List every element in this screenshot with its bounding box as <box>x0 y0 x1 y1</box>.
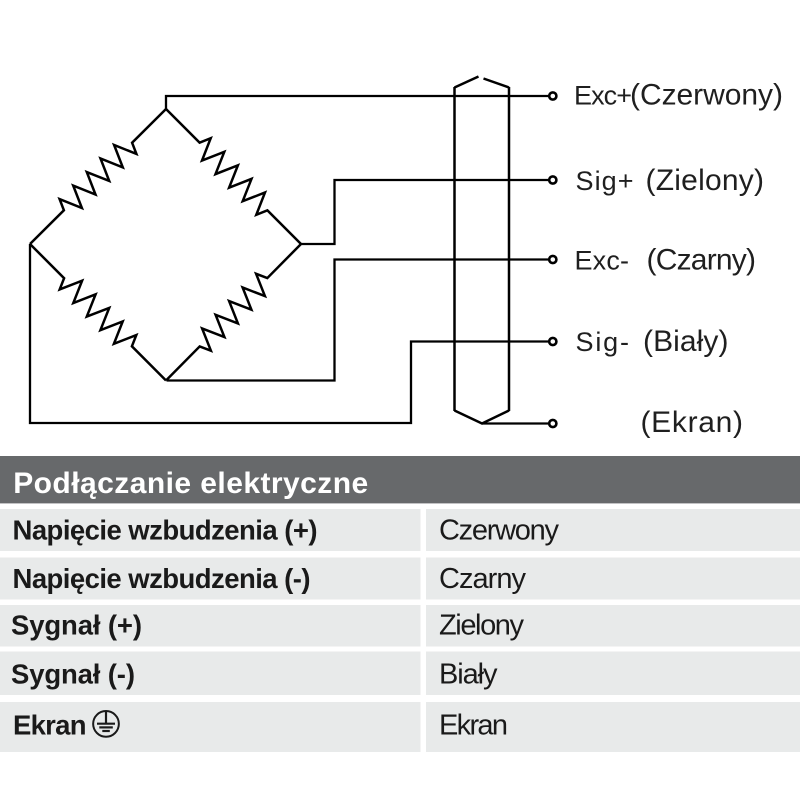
svg-text:Ekran: Ekran <box>13 709 87 740</box>
svg-text:Sygnał (-): Sygnał (-) <box>11 659 135 690</box>
svg-text:Sygnał (+): Sygnał (+) <box>11 610 142 641</box>
svg-text:(Zielony): (Zielony) <box>646 164 765 197</box>
svg-text:Exc-: Exc- <box>575 246 630 276</box>
svg-text:Czerwony: Czerwony <box>439 515 560 547</box>
svg-text:Podłączanie elektryczne: Podłączanie elektryczne <box>13 467 368 500</box>
svg-text:(Czarny): (Czarny) <box>647 244 757 277</box>
svg-text:Sig-: Sig- <box>576 327 630 357</box>
svg-text:Zielony: Zielony <box>439 610 525 642</box>
svg-text:(Biały): (Biały) <box>643 325 729 358</box>
svg-text:(Ekran): (Ekran) <box>641 406 744 439</box>
svg-text:Biały: Biały <box>439 659 498 691</box>
svg-text:Exc+: Exc+ <box>574 81 632 111</box>
svg-text:Napięcie wzbudzenia (+): Napięcie wzbudzenia (+) <box>13 515 318 546</box>
svg-text:Napięcie wzbudzenia (-): Napięcie wzbudzenia (-) <box>13 563 311 594</box>
svg-text:(Czerwony): (Czerwony) <box>630 79 783 112</box>
svg-text:Czarny: Czarny <box>439 563 527 595</box>
svg-text:Sig+: Sig+ <box>576 166 634 196</box>
svg-text:Ekran: Ekran <box>439 709 508 741</box>
